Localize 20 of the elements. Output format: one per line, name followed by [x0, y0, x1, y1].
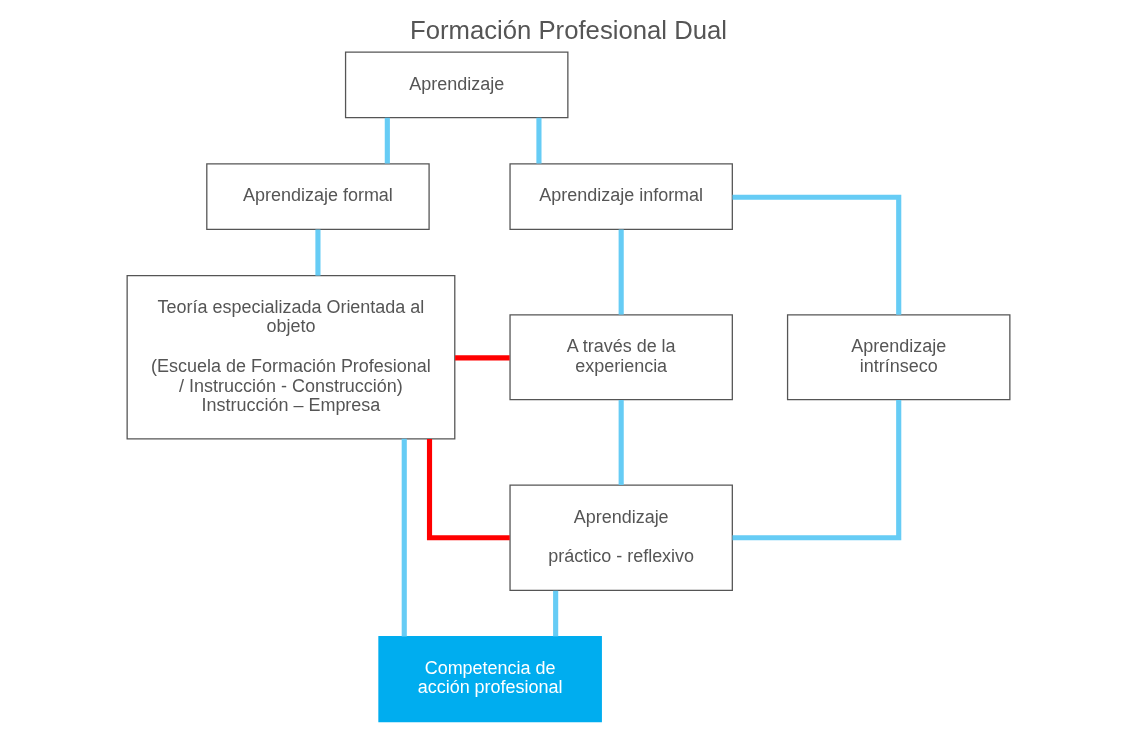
diagram-title: Formación Profesional Dual — [409, 16, 727, 45]
connector — [535, 117, 542, 164]
connector — [454, 355, 510, 361]
connector — [314, 229, 320, 276]
connector — [426, 439, 510, 541]
connector — [384, 117, 390, 164]
node-box: Teoría especializada Orientada al objeto (Escuela de Formación Profesional / Instrucción - Construcción) Instrucción – Empresa — [126, 275, 455, 440]
node-box: Aprendizaje informal — [508, 163, 733, 230]
connector — [552, 590, 558, 637]
node-box: Competencia de acción profesional — [377, 636, 602, 723]
connector — [731, 194, 901, 315]
connector — [401, 438, 407, 637]
node-box: Aprendizaje práctico - reflexivo — [508, 484, 733, 592]
node-box: A través de la experiencia — [508, 314, 733, 401]
node-box: Aprendizaje — [344, 51, 568, 119]
connector — [618, 229, 624, 315]
node-box: Aprendizaje formal — [205, 163, 430, 230]
node-box: Aprendizaje intrínseco — [786, 314, 1010, 401]
connector — [731, 400, 901, 541]
connector — [618, 400, 624, 485]
